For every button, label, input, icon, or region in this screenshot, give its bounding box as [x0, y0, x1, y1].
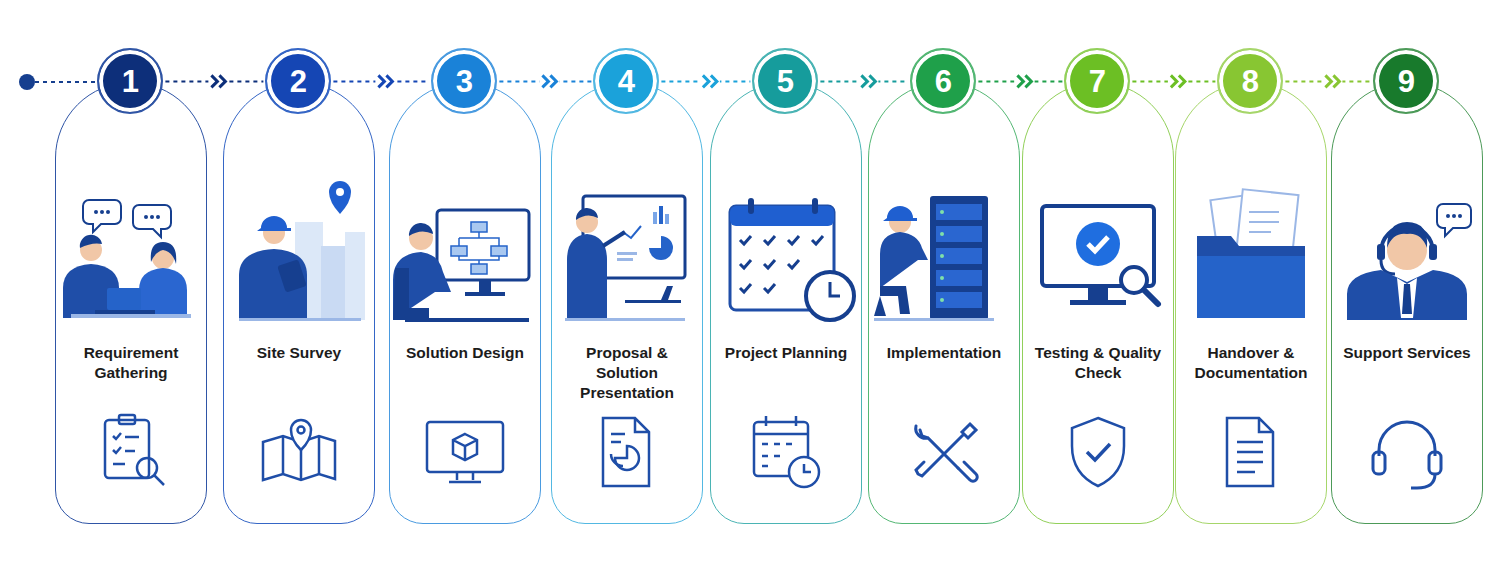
chevron-ground [700, 73, 720, 89]
arrow-chevrons [542, 75, 556, 87]
step-card: Proposal & Solution Presentation4 [551, 82, 703, 524]
step-number: 4 [618, 66, 635, 97]
report-icon [603, 418, 649, 486]
flow-connector [333, 73, 429, 89]
headset-icon [1373, 422, 1441, 488]
step-card: Requirement Gathering1 [55, 82, 207, 524]
arrow-chevrons [1325, 75, 1339, 87]
document-icon [1227, 418, 1273, 486]
step-number: 3 [456, 66, 473, 97]
arrow-chevrons [378, 75, 392, 87]
chevron-ground [208, 73, 228, 89]
flow-connector [978, 73, 1062, 89]
step-number: 7 [1089, 66, 1106, 97]
chevron-ground [1168, 73, 1188, 89]
step-card: Testing & Quality Check7 [1022, 82, 1174, 524]
shield-icon [1072, 418, 1124, 486]
step-number-circle: 8 [1217, 48, 1283, 114]
flow-connector [165, 73, 263, 89]
support-illustration [1347, 204, 1471, 320]
step-number-circle: 2 [265, 48, 331, 114]
schedule-icon [754, 416, 819, 487]
step-label: Requirement Gathering [60, 343, 202, 383]
step-label: Testing & Quality Check [1027, 343, 1169, 383]
flow-connector [499, 73, 591, 89]
chevron-ground [1014, 73, 1034, 89]
step-card: Solution Design3 [389, 82, 541, 524]
arrow-chevrons [211, 75, 225, 87]
chevron-ground [858, 73, 878, 89]
step-label: Solution Design [394, 343, 536, 363]
step-label: Handover & Documentation [1180, 343, 1322, 383]
clipboard-icon [105, 415, 164, 485]
survey-illustration [239, 181, 365, 321]
start-dot [19, 74, 35, 90]
step-number: 1 [122, 66, 139, 97]
arrow-chevrons [861, 75, 875, 87]
step-card: Site Survey2 [223, 82, 375, 524]
flow-connector [661, 73, 750, 89]
calendar-illustration [730, 198, 854, 320]
monitor-cube-icon [427, 422, 503, 482]
step-number: 8 [1242, 66, 1259, 97]
step-card: Implementation6 [868, 82, 1020, 524]
step-number-circle: 3 [431, 48, 497, 114]
step-number: 5 [777, 66, 794, 97]
step-number: 9 [1398, 66, 1415, 97]
step-number-circle: 9 [1373, 48, 1439, 114]
step-label: Proposal & Solution Presentation [556, 343, 698, 403]
flow-connector [1285, 73, 1371, 89]
step-number: 6 [935, 66, 952, 97]
presentation-illustration [565, 196, 685, 321]
design-illustration [393, 210, 529, 322]
step-number-circle: 1 [97, 48, 163, 114]
testing-illustration [1042, 206, 1158, 305]
folder-illustration [1197, 189, 1305, 318]
server-illustration [874, 196, 994, 321]
flow-connector [1132, 73, 1215, 89]
step-number-circle: 5 [752, 48, 818, 114]
step-card: Handover & Documentation8 [1175, 82, 1327, 524]
step-number-circle: 4 [593, 48, 659, 114]
step-number-circle: 7 [1064, 48, 1130, 114]
step-label: Site Survey [228, 343, 370, 363]
flow-connector [820, 73, 908, 89]
arrow-chevrons [1171, 75, 1185, 87]
arrow-chevrons [703, 75, 717, 87]
step-label: Implementation [873, 343, 1015, 363]
step-number-circle: 6 [910, 48, 976, 114]
step-number: 2 [290, 66, 307, 97]
chevron-ground [539, 73, 559, 89]
lead-line [35, 81, 97, 83]
meeting-illustration [63, 200, 191, 318]
step-label: Project Planning [715, 343, 857, 363]
step-card: Support Services9 [1331, 82, 1483, 524]
chevron-ground [1322, 73, 1342, 89]
step-card: Project Planning5 [710, 82, 862, 524]
tools-icon [916, 424, 978, 481]
step-label: Support Services [1336, 343, 1478, 363]
map-icon [263, 420, 335, 480]
arrow-chevrons [1017, 75, 1031, 87]
chevron-ground [375, 73, 395, 89]
